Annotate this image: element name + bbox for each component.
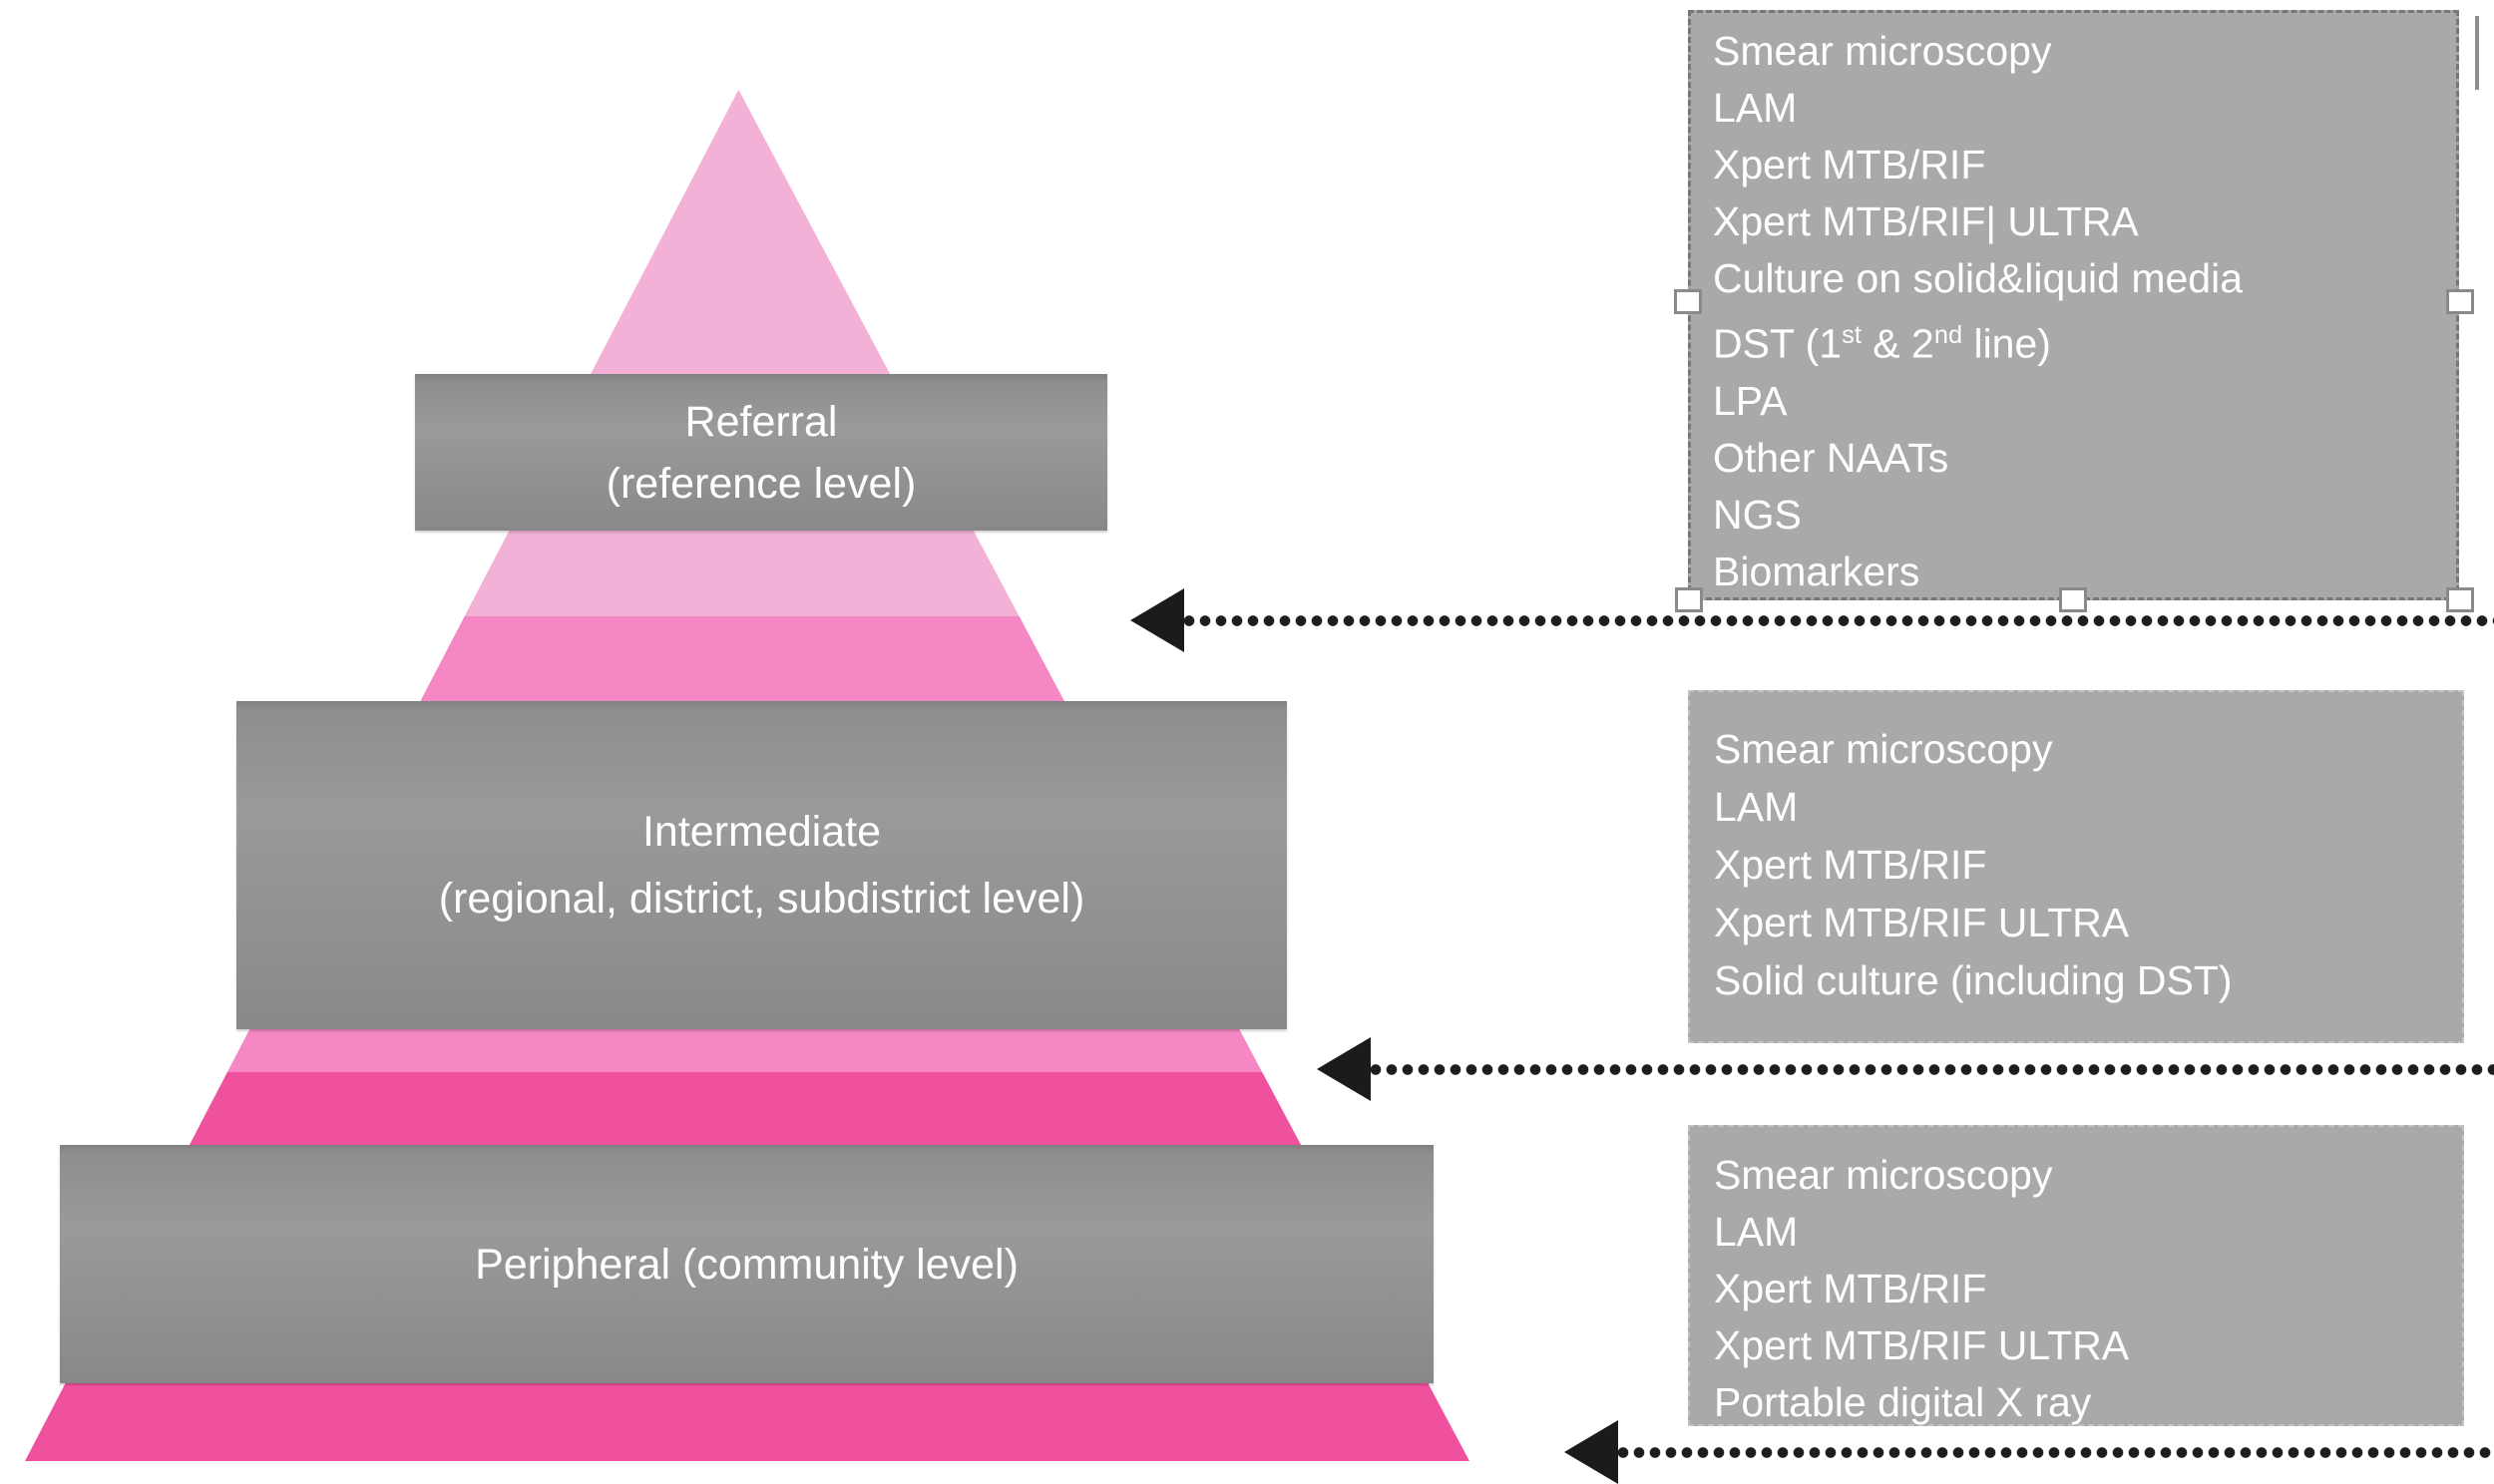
panel-item: NGS <box>1713 491 1802 538</box>
referral-label-sub: (reference level) <box>606 459 917 508</box>
referral-label-title: Referral <box>684 397 838 446</box>
panel-item: LAM <box>1713 85 1798 131</box>
panel-item: Smear microscopy <box>1714 1152 2053 1198</box>
panel-item: LAM <box>1714 1209 1799 1255</box>
panel-item: Xpert MTB/RIF ULTRA <box>1714 1322 2130 1368</box>
panel-item: Solid culture (including DST) <box>1714 957 2233 1003</box>
selection-handle-left[interactable] <box>1674 289 1702 314</box>
panel-item: LAM <box>1714 784 1799 830</box>
intermediate-label-title: Intermediate <box>641 807 882 856</box>
panel-item: Xpert MTB/RIF <box>1714 842 1987 888</box>
panel-item: Other NAATs <box>1713 434 1949 481</box>
selection-handle-bottom[interactable] <box>2059 587 2087 612</box>
panel-item: Culture on solid&liquid media <box>1713 255 2244 301</box>
dotted-arrow-peripheral <box>1615 1446 2494 1459</box>
selection-handle-right[interactable] <box>2446 289 2474 314</box>
peripheral-label-title: Peripheral (community level) <box>475 1240 1019 1289</box>
panel-item: LPA <box>1713 377 1788 424</box>
arrowhead-referral-icon <box>1130 588 1184 652</box>
arrowhead-peripheral-icon <box>1564 1420 1618 1484</box>
selection-handle-bottom-right[interactable] <box>2446 587 2474 612</box>
panel-item: Portable digital X ray <box>1714 1379 2092 1425</box>
label-peripheral-level: Peripheral (community level) <box>60 1145 1434 1383</box>
dotted-arrow-referral <box>1181 614 2494 627</box>
intermediate-label-sub: (regional, district, subdistrict level) <box>438 874 1085 923</box>
text-cursor-artifact <box>2475 16 2479 90</box>
pyramid-tier-referral <box>25 90 1469 616</box>
panel-item: Smear microscopy <box>1713 28 2052 74</box>
panel-item: Xpert MTB/RIF| ULTRA <box>1713 198 2139 244</box>
label-referral-level: Referral (reference level) <box>415 374 1107 531</box>
panel-item: Smear microscopy <box>1714 726 2053 772</box>
panel-item: Xpert MTB/RIF ULTRA <box>1714 900 2130 945</box>
dotted-arrow-intermediate <box>1368 1063 2494 1076</box>
panel-item: Xpert MTB/RIF <box>1713 142 1986 187</box>
label-intermediate-level: Intermediate (regional, district, subdis… <box>236 701 1287 1029</box>
panel-item: Biomarkers <box>1713 548 1920 594</box>
panel-item: Xpert MTB/RIF <box>1714 1266 1987 1311</box>
panel-item: DST (1st & 2nd line) <box>1713 320 2051 367</box>
selection-handle-bottom-left[interactable] <box>1675 587 1703 612</box>
arrowhead-intermediate-icon <box>1317 1037 1371 1101</box>
